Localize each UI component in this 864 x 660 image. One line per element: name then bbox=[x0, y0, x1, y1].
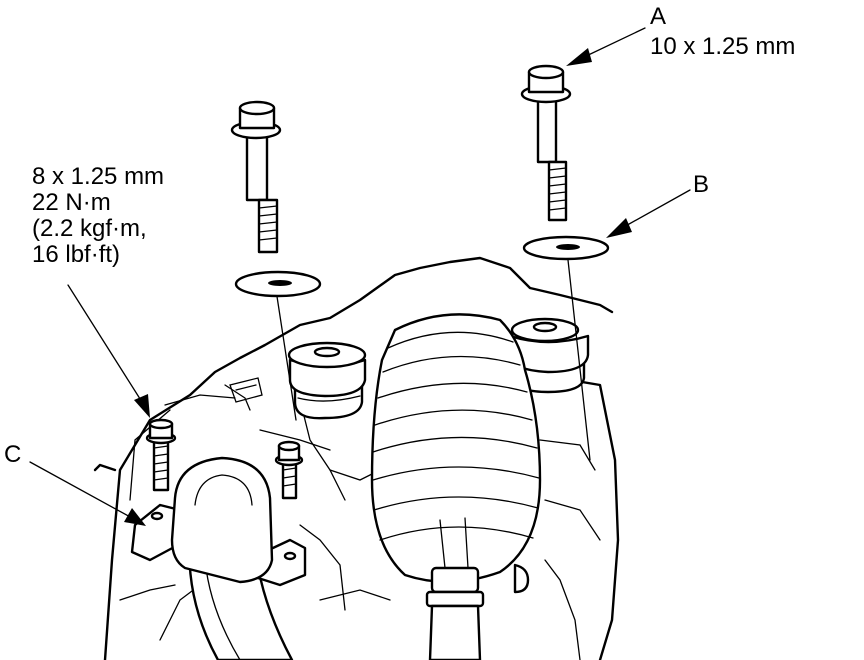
bushing-holder bbox=[130, 456, 307, 587]
leader-line-spec bbox=[67, 284, 150, 418]
bolt-spec-line1: 8 x 1.25 mm bbox=[32, 163, 165, 190]
leader-line-a bbox=[566, 27, 646, 66]
holder-bolt-right bbox=[274, 440, 304, 500]
left-rubber-mount bbox=[287, 341, 367, 420]
bolt-spec-line2: 22 N·m bbox=[32, 189, 111, 216]
callout-c-letter: C bbox=[4, 441, 22, 468]
holder-bolt-left bbox=[145, 418, 177, 492]
right-mount-bolt bbox=[520, 64, 610, 461]
left-mount-bolt bbox=[230, 100, 322, 421]
bolt-spec-line4: 16 lbf·ft) bbox=[32, 241, 121, 268]
steering-boot bbox=[370, 313, 542, 660]
leader-line-c bbox=[29, 461, 146, 526]
callout-a-letter: A bbox=[650, 3, 667, 30]
leader-line-b bbox=[606, 189, 691, 238]
callout-a-spec: 10 x 1.25 mm bbox=[650, 33, 796, 60]
bolt-spec-line3: (2.2 kgf·m, bbox=[32, 215, 147, 242]
callout-b-letter: B bbox=[693, 171, 710, 198]
